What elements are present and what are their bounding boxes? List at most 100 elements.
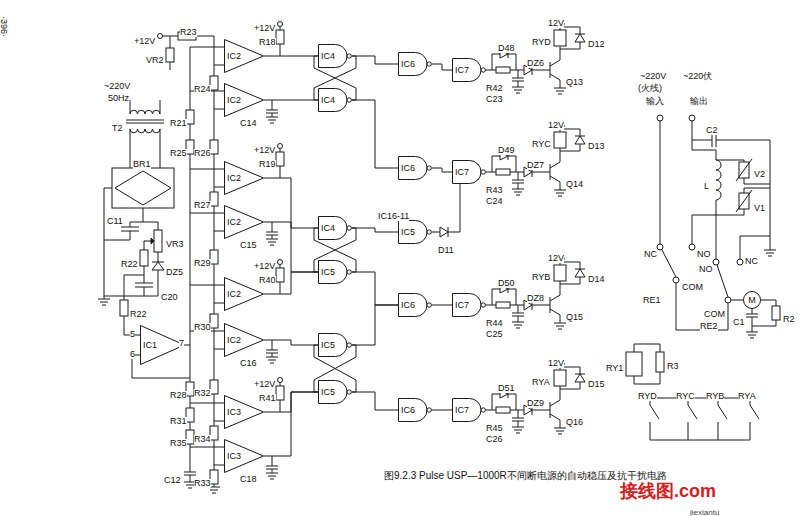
wire: [352, 272, 398, 305]
gate-outline: [453, 161, 482, 184]
resistor-symbol: [210, 314, 218, 328]
nand-gate: IC4: [318, 44, 352, 68]
wire: [352, 228, 398, 232]
label-holder: R43: [486, 180, 503, 196]
component-label: ~220伏: [683, 72, 712, 81]
wire: [432, 410, 452, 411]
label-holder: D11: [438, 240, 454, 256]
wire: [650, 398, 750, 440]
inverter-bubble: [347, 98, 351, 102]
part-label: IC2: [227, 336, 241, 345]
resistor-symbol: [276, 30, 284, 44]
nand-gate: IC5: [318, 260, 352, 284]
label-holder: RYD: [532, 32, 551, 48]
inverter-bubble: [347, 390, 351, 394]
figure-caption: 图9.2.3 Pulse USP—1000R不间断电源的自动稳压及抗干扰电路: [384, 471, 667, 481]
label-holder: +12V: [254, 374, 275, 390]
diode-symbol: [575, 374, 585, 382]
label-holder: 5: [130, 324, 135, 340]
wire: [744, 188, 770, 193]
inverter-bubble: [427, 62, 431, 66]
component-label: R31: [170, 417, 187, 426]
component-label: ~220V: [640, 72, 666, 81]
part-label: IC2: [227, 174, 241, 183]
label-holder: C25: [486, 324, 503, 340]
wire: [740, 236, 770, 259]
component-label: D15: [588, 380, 605, 389]
relay-contact: [737, 259, 743, 265]
component-label: Q16: [566, 418, 583, 427]
label-holder: C18: [240, 469, 257, 485]
label-holder: R19: [259, 154, 276, 170]
component-label: RYA: [738, 392, 756, 401]
label-holder: IC16-11: [378, 206, 409, 222]
ground-symbol: [266, 473, 278, 479]
label-holder: +12V: [134, 31, 155, 47]
label-holder: 50Hz: [108, 88, 129, 104]
label-holder: RY1: [606, 358, 623, 374]
wire: [144, 241, 145, 250]
resistor-symbol: [656, 352, 664, 372]
wire: [190, 285, 224, 303]
part-label: IC2: [227, 96, 241, 105]
label-holder: ~220V: [104, 76, 130, 92]
label-holder: 12V: [548, 248, 564, 264]
component-label: BR1: [133, 160, 151, 169]
label-holder: jiexiantu: [690, 502, 719, 516]
inverter-bubble: [347, 343, 351, 347]
part-label: IC7: [455, 66, 469, 75]
potentiometer-symbol: [166, 48, 174, 62]
triangle-outline: [225, 396, 264, 429]
wire: [432, 184, 460, 232]
transistor-symbol: [550, 148, 560, 190]
label-holder: COM: [682, 277, 703, 293]
label-holder: NC: [745, 251, 758, 267]
label-holder: R34: [194, 429, 211, 445]
zener-symbol: [152, 262, 164, 270]
label-holder: 输出: [690, 91, 708, 107]
label-holder: Q16: [566, 412, 583, 428]
label-holder: RYB: [706, 386, 724, 402]
resistor-symbol: [496, 407, 510, 413]
gate-outline: [399, 157, 428, 180]
ground-symbol: [512, 427, 524, 433]
comparator-symbol: IC2: [224, 83, 264, 117]
part-label: IC6: [401, 301, 415, 310]
wire: [190, 47, 224, 65]
label-holder: Q15: [566, 307, 583, 323]
component-label: DZ8: [527, 294, 544, 303]
component-label: C20: [161, 293, 178, 302]
component-label: 12V: [548, 254, 564, 263]
component-label: R24: [194, 85, 211, 94]
label-holder: COM: [704, 304, 725, 320]
potentiometer-symbol: [154, 230, 162, 252]
nand-gate: IC4: [318, 88, 352, 112]
label-holder: C15: [240, 235, 257, 251]
wire: [264, 100, 318, 101]
nand-gate: IC4: [318, 216, 352, 240]
component-label: COM: [682, 283, 703, 292]
relay-contact: [673, 277, 679, 283]
component-label: R40: [259, 276, 276, 285]
nand-gate: IC5: [318, 333, 352, 357]
gate-outline: [399, 294, 428, 317]
component-label: 输入: [646, 97, 664, 106]
gate-outline: [453, 59, 482, 82]
wire: [264, 56, 318, 57]
label-holder: 接线图.com: [620, 482, 716, 500]
terminal: [278, 22, 283, 27]
terminal: [278, 144, 283, 149]
label-holder: D12: [588, 34, 605, 50]
component-label: R43: [486, 186, 503, 195]
wire: [432, 305, 452, 306]
part-label: IC4: [321, 52, 335, 61]
part-label: IC5: [321, 388, 335, 397]
label-holder: R23: [180, 22, 197, 38]
resistor-symbol: [210, 192, 218, 206]
component-label: R3: [667, 362, 679, 371]
watermark: 接线图.com: [620, 482, 716, 500]
capacitor-symbol: [266, 350, 278, 353]
inverter-bubble: [427, 230, 431, 234]
gate-outline: [453, 294, 482, 317]
inverter-bubble: [347, 54, 351, 58]
